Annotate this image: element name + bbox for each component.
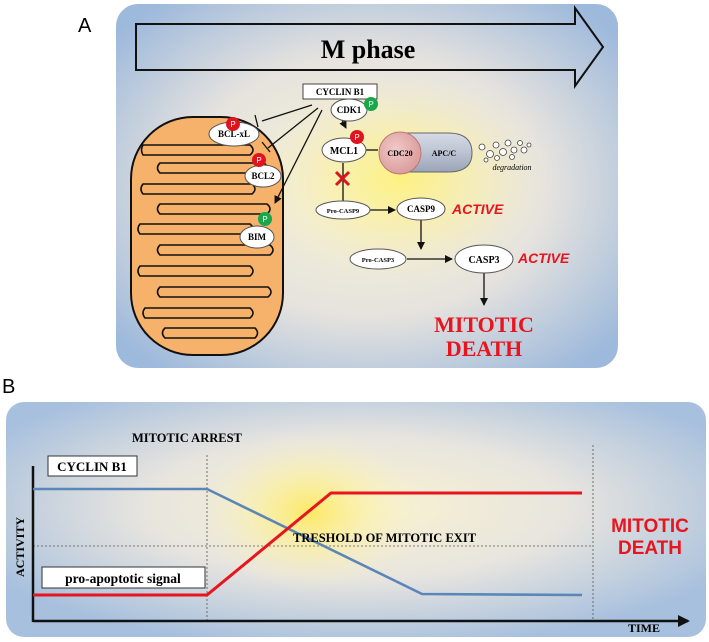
mitotic-arrest-label: MITOTIC ARREST [132,431,243,445]
pro-casp9-label: Pro-CASP9 [327,208,360,215]
threshold-label: TRESHOLD OF MITOTIC EXIT [293,531,477,545]
casp9-active-label: ACTIVE [451,201,504,217]
panel-a-death-line1: MITOTIC [434,312,534,337]
bim-phospho-green [258,212,272,226]
bim-label: BIM [248,232,267,242]
panel-b: B MITOTIC ARREST CYCLIN B1 pro-apoptotic… [2,376,706,637]
cdk1-phospho-label: P [368,100,373,109]
bcl-xl-label: BCL-xL [218,129,250,139]
panel-a-letter: A [78,15,92,37]
casp3-node [454,244,514,274]
cdc20-label: CDC20 [387,149,412,158]
mcl1-phospho [350,130,364,144]
cyclin-b1-curve [33,487,583,597]
casp9-label: CASP9 [407,204,436,214]
central-glow [250,73,550,283]
bcl2-label: BCL2 [251,171,275,181]
bim-node [239,225,275,249]
panel-a: A M phase [78,4,618,368]
bcl2-phospho [252,153,266,167]
cdk1-phospho-green [364,97,378,111]
cyclin-b1-box [302,83,378,100]
inhibition-blocked-x [334,170,351,187]
casp3-active-label: ACTIVE [517,250,570,266]
cdc20-node [378,131,422,175]
casp3-label: CASP3 [468,255,499,266]
pro-apoptotic-legend-box [41,566,206,589]
pro-casp3-label: Pro-CASP3 [362,257,395,264]
apcc-label: APC/C [432,149,457,158]
degradation-fragments [478,139,532,163]
degradation-label: degradation [492,163,531,172]
cdk1-label: CDK1 [337,105,362,115]
pro-apoptotic-curve [33,491,582,597]
cdk1-node [330,98,368,122]
mcl1-node [321,137,367,163]
cyclin-b1-legend-box [47,455,138,477]
bcl2-phospho-label: P [256,156,261,165]
bcl-xl-phospho [226,117,240,131]
bim-phospho-label: P [262,215,267,224]
panel-a-death-line2: DEATH [446,336,523,361]
pro-casp9-node [315,200,371,220]
casp9-node [396,197,446,221]
y-axis-label: ACTIVITY [13,517,27,577]
panel-b-death-line2: DEATH [618,538,682,559]
cyclin-b1-legend-label: CYCLIN B1 [57,459,127,474]
bcl-xl-phospho-label: P [230,120,235,129]
m-phase-arrow [135,4,605,90]
mcl1-phospho-label: P [354,133,359,142]
pro-apoptotic-legend-label: pro-apoptotic signal [65,571,181,586]
pro-casp3-node [349,248,407,270]
panel-b-death-line1: MITOTIC [611,516,689,537]
panel-b-letter: B [2,376,15,398]
m-phase-label: M phase [321,35,416,64]
mcl1-label: MCL1 [330,146,358,157]
cyclin-b1-label: CYCLIN B1 [316,87,365,97]
x-axis-label: TIME [628,621,660,635]
